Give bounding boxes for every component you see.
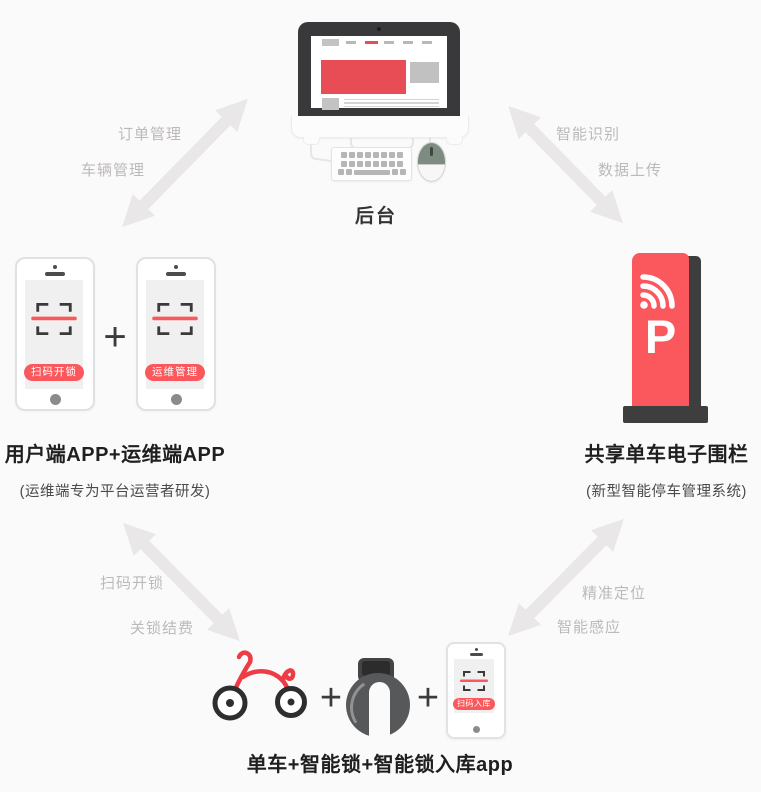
- smart-lock-icon: [344, 651, 415, 743]
- warehouse-app-phone: 扫码入库: [446, 642, 506, 739]
- fence-caption: 共享单车电子围栏 (新型智能停车管理系统): [572, 438, 761, 501]
- qr-scan-icon: [460, 671, 488, 691]
- backend-title: 后台: [354, 206, 397, 227]
- camera-dot-icon: [174, 265, 178, 269]
- lock-top-block-inner: [362, 661, 390, 676]
- fence-subtitle: (新型智能停车管理系统): [586, 484, 747, 500]
- flow-label-scan-unlock: 扫码开锁: [100, 575, 165, 592]
- keyboard: [331, 147, 412, 181]
- phone-screen: 扫码开锁: [24, 280, 84, 389]
- qr-scan-icon: [31, 302, 77, 336]
- mouse-scroll-wheel: [430, 147, 433, 156]
- phone-screen: 扫码入库: [453, 659, 495, 713]
- lock-opening: [369, 682, 390, 738]
- mock-text-line: [344, 105, 439, 108]
- flow-label-order-management: 订单管理: [118, 126, 183, 143]
- speaker-bar-icon: [45, 272, 65, 276]
- parking-letter: P: [644, 310, 677, 363]
- wifi-signal-icon: [640, 274, 675, 309]
- pillar-base: [623, 406, 708, 423]
- speaker-bar-icon: [166, 272, 186, 276]
- mock-nav-dash: [384, 41, 394, 44]
- mock-hero-banner: [321, 60, 406, 94]
- mock-side-block: [410, 62, 439, 83]
- plus-sign: +: [103, 315, 127, 359]
- bike-kit-caption: 单车+智能锁+智能锁入库app: [180, 748, 580, 777]
- monitor-frame: [298, 22, 460, 116]
- flow-label-smart-recognition: 智能识别: [556, 126, 621, 143]
- monitor-screen: [311, 36, 447, 110]
- webcam-dot-icon: [377, 27, 381, 31]
- arrow-bottom-right: [508, 518, 624, 637]
- flow-label-lock-billing: 关锁结费: [130, 620, 195, 637]
- mock-nav-dash-active: [365, 41, 378, 44]
- mouse: [417, 142, 446, 182]
- speaker-bar-icon: [469, 653, 483, 656]
- flow-label-data-upload: 数据上传: [598, 162, 663, 179]
- badge-scan-warehouse: 扫码入库: [453, 698, 495, 710]
- plus-sign: +: [416, 677, 440, 719]
- monitor-chin: [291, 116, 469, 138]
- home-button-icon: [49, 394, 61, 405]
- ops-app-phone: 运维管理: [136, 257, 216, 411]
- monitor-foot: [303, 137, 320, 145]
- camera-dot-icon: [474, 648, 478, 651]
- apps-title: 用户端APP+运维端APP: [4, 444, 226, 466]
- apps-subtitle: (运维端专为平台运营者研发): [19, 484, 211, 500]
- bike-kit-title: 单车+智能锁+智能锁入库app: [246, 754, 514, 776]
- mock-logo-block: [322, 39, 339, 46]
- flow-label-vehicle-management: 车辆管理: [81, 162, 146, 179]
- badge-scan-unlock: 扫码开锁: [24, 364, 84, 381]
- badge-ops-management: 运维管理: [145, 364, 205, 381]
- fence-title: 共享单车电子围栏: [584, 444, 749, 466]
- camera-dot-icon: [53, 265, 57, 269]
- pillar-body: P: [632, 253, 689, 411]
- mock-nav-dash: [422, 41, 432, 44]
- pillar-side-shadow: [687, 256, 701, 408]
- monitor-foot: [446, 137, 463, 145]
- apps-caption: 用户端APP+运维端APP (运维端专为平台运营者研发): [2, 438, 228, 501]
- mock-text-line: [344, 102, 439, 104]
- mock-text-line: [344, 98, 439, 101]
- mock-nav-dash: [403, 41, 413, 44]
- phone-screen: 运维管理: [145, 280, 205, 389]
- mock-thumbnail: [322, 98, 339, 110]
- home-button-icon: [170, 394, 182, 405]
- home-button-icon: [472, 726, 480, 733]
- bicycle-icon: [212, 650, 307, 721]
- flow-label-precise-positioning: 精准定位: [582, 585, 647, 602]
- user-app-phone: 扫码开锁: [15, 257, 95, 411]
- qr-scan-icon: [152, 302, 198, 336]
- mock-nav-dash: [346, 41, 356, 44]
- flow-label-smart-sensing: 智能感应: [557, 619, 622, 636]
- plus-sign: +: [319, 677, 343, 719]
